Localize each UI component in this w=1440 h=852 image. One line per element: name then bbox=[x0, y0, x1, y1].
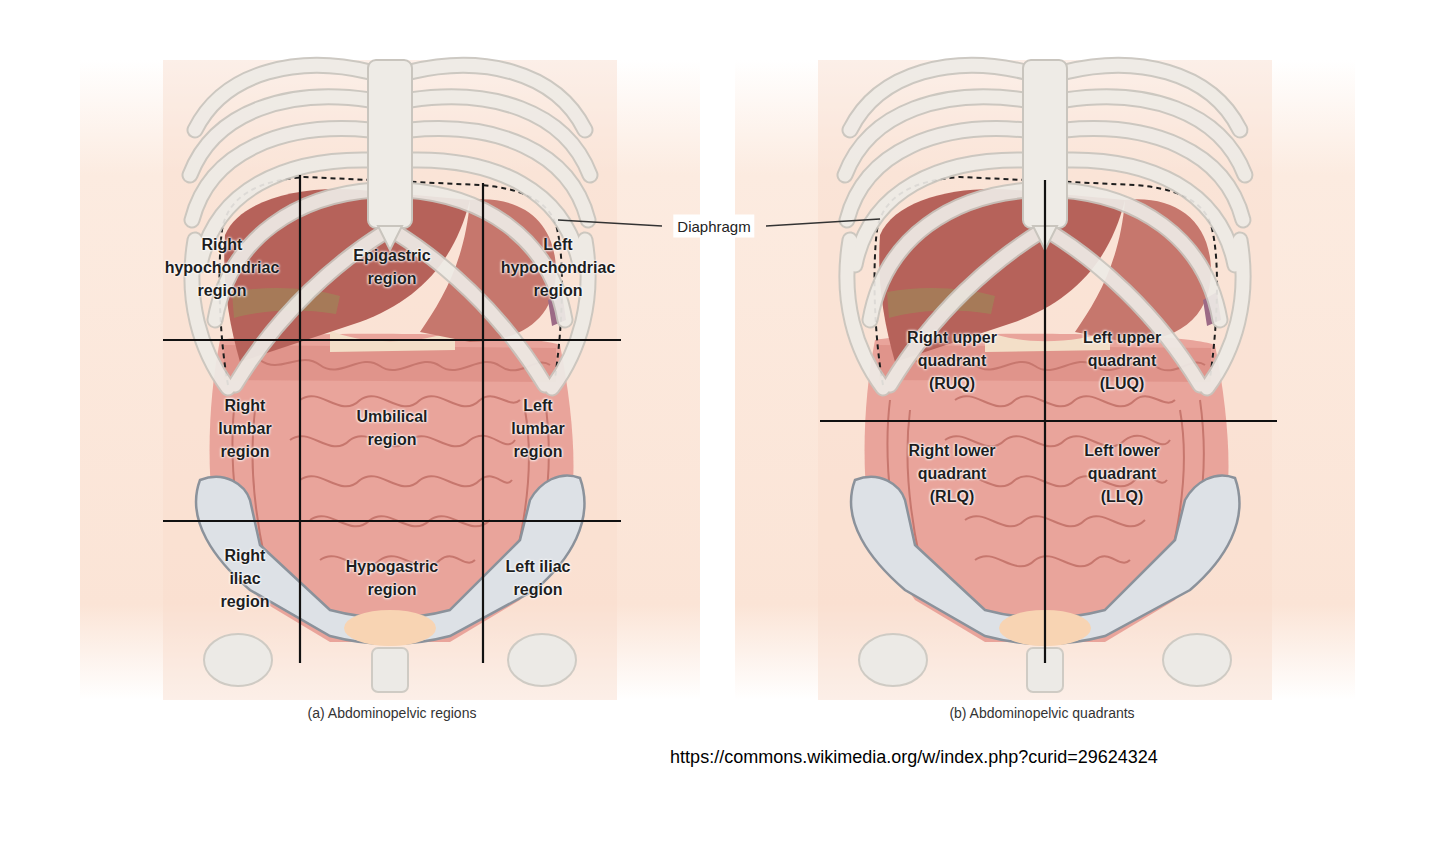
illustration-part bbox=[163, 520, 621, 522]
illustration-part bbox=[735, 60, 1355, 700]
quadrant-label: Left lower quadrant (LLQ) bbox=[1066, 439, 1178, 508]
region-label: Left lumbar region bbox=[502, 394, 574, 463]
region-label: Hypogastric region bbox=[336, 555, 448, 601]
torso-quadrants-view bbox=[735, 60, 1355, 700]
quadrant-label: Right lower quadrant (RLQ) bbox=[896, 439, 1008, 508]
source-url: https://commons.wikimedia.org/w/index.ph… bbox=[670, 746, 1158, 768]
illustration-part bbox=[820, 420, 1277, 422]
quadrant-label: Right upper quadrant (RUQ) bbox=[896, 326, 1008, 395]
region-label: Left hypochondriac region bbox=[488, 233, 628, 302]
illustration-part bbox=[299, 175, 301, 663]
illustration-part bbox=[80, 60, 700, 700]
region-label: Right hypochondriac region bbox=[152, 233, 292, 302]
region-label: Right iliac region bbox=[212, 544, 278, 613]
region-label: Right lumbar region bbox=[209, 394, 281, 463]
illustration-part bbox=[766, 219, 880, 226]
region-label: Epigastric region bbox=[342, 244, 442, 290]
illustration-part bbox=[163, 339, 621, 341]
panel-caption: (a) Abdominopelvic regions bbox=[308, 704, 477, 722]
illustration-part bbox=[820, 180, 1277, 663]
quadrant-label: Left upper quadrant (LUQ) bbox=[1066, 326, 1178, 395]
region-label: Umbilical region bbox=[342, 405, 442, 451]
illustration-part bbox=[558, 220, 662, 226]
panel-caption: (b) Abdominopelvic quadrants bbox=[949, 704, 1134, 722]
torso-regions-view bbox=[80, 60, 700, 700]
region-label: Left iliac region bbox=[505, 555, 571, 601]
callout-label: Diaphragm bbox=[673, 215, 754, 238]
illustration-part bbox=[482, 183, 484, 663]
